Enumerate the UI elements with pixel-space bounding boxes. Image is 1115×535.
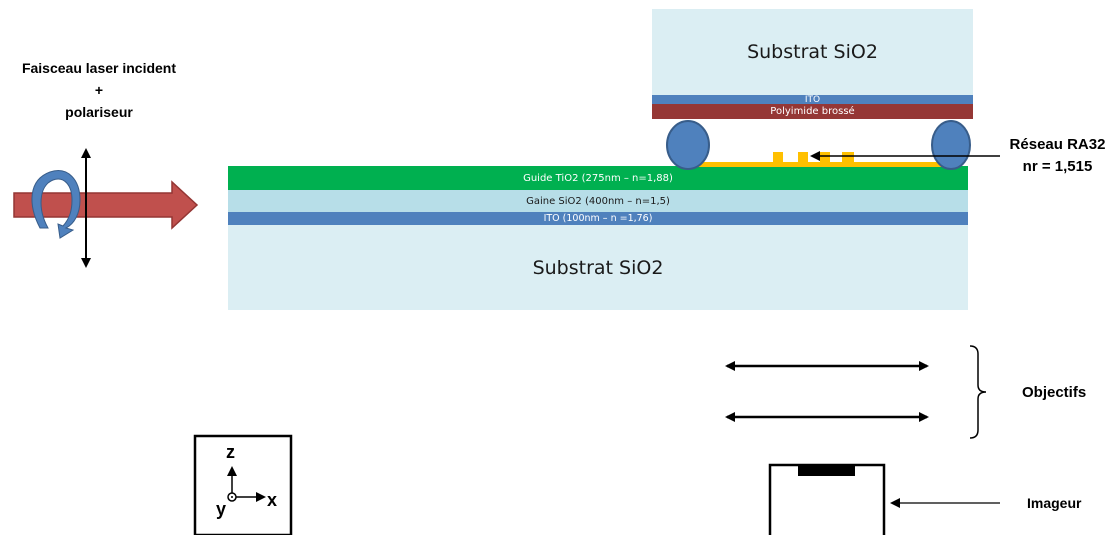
grating-label-line1: Réseau RA32 <box>1009 136 1106 153</box>
guide-label: Guide TiO2 (275nm – n=1,88) <box>523 172 673 184</box>
grating-tooth-3 <box>820 152 830 162</box>
top-ito-layer: ITO <box>652 94 973 105</box>
polarization-curl-icon <box>31 170 81 239</box>
bottom-substrate-layer: Substrat SiO2 <box>228 225 968 310</box>
spacer-ball-left <box>666 120 710 170</box>
bottom-ito-layer: ITO (100nm – n =1,76) <box>228 212 968 225</box>
grating-label-line2: nr = 1,515 <box>1022 158 1093 175</box>
polyimide-label: Polyimide brossé <box>770 106 855 117</box>
incident-beam-line2: + <box>94 82 104 98</box>
grating-tooth-4 <box>842 152 854 162</box>
y-axis-dot <box>231 496 233 498</box>
axis-x-label: x <box>267 490 278 510</box>
brace-icon <box>969 345 987 439</box>
incident-beam-line3: polariseur <box>65 104 133 120</box>
axes-icon <box>193 434 293 535</box>
grating-tooth-1 <box>773 152 783 162</box>
imager-sensor <box>798 465 855 476</box>
gaine-layer: Gaine SiO2 (400nm – n=1,5) <box>228 190 968 212</box>
axis-z-label: z <box>226 442 235 462</box>
bottom-substrate-label: Substrat SiO2 <box>532 256 664 279</box>
bottom-ito-label: ITO (100nm – n =1,76) <box>543 213 653 224</box>
imager-label: Imageur <box>1027 495 1082 511</box>
incident-beam-label: Faisceau laser incident + polariseur <box>6 57 192 123</box>
objectives-label: Objectifs <box>1022 384 1087 401</box>
top-ito-label: ITO <box>804 94 821 105</box>
incident-beam-line1: Faisceau laser incident <box>21 60 177 76</box>
grating-label: Réseau RA32 nr = 1,515 <box>1000 134 1115 178</box>
guide-layer: Guide TiO2 (275nm – n=1,88) <box>228 166 968 190</box>
top-substrate-label: Substrat SiO2 <box>747 41 878 63</box>
axis-y-label: y <box>216 499 227 519</box>
grating-base <box>684 162 949 167</box>
polyimide-layer: Polyimide brossé <box>652 104 973 119</box>
gaine-label: Gaine SiO2 (400nm – n=1,5) <box>526 195 670 207</box>
grating <box>684 152 949 167</box>
top-substrate-layer: Substrat SiO2 <box>652 9 973 95</box>
axes-box <box>193 434 293 535</box>
grating-tooth-2 <box>798 152 808 162</box>
spacer-ball-right <box>931 120 971 170</box>
imager-icon <box>768 463 886 535</box>
